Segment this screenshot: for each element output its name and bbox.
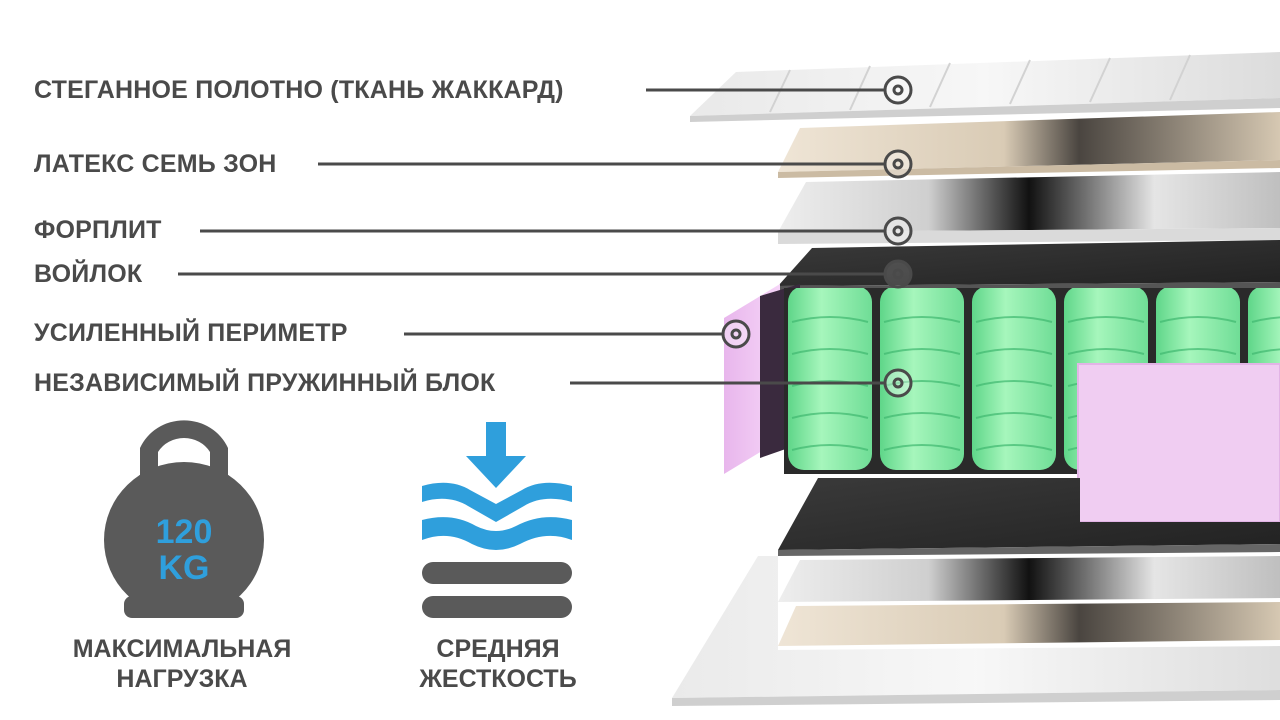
marker-icon [721, 319, 751, 349]
layer-label-forplit: ФОРПЛИТ [34, 216, 162, 244]
leader-lines [178, 88, 884, 385]
layer-label-latex: ЛАТЕКС СЕМЬ ЗОН [34, 150, 277, 178]
load-value: 120 KG [124, 514, 244, 586]
firmness-caption: СРЕДНЯЯ ЖЕСТКОСТЬ [388, 634, 608, 694]
load-caption: МАКСИМАЛЬНАЯ НАГРУЗКА [50, 634, 314, 694]
load-value-number: 120 [155, 513, 213, 551]
felt-bottom-layer [778, 478, 1280, 556]
layer-label-spring-block: НЕЗАВИСИМЫЙ ПРУЖИННЫЙ БЛОК [34, 369, 496, 397]
load-caption-line2: НАГРУЗКА [116, 665, 248, 693]
marker-icon [883, 259, 913, 289]
firmness-icon [422, 422, 572, 618]
firmness-caption-line1: СРЕДНЯЯ [436, 635, 560, 663]
marker-icon [883, 368, 913, 398]
layer-label-felt: ВОЙЛОК [34, 260, 143, 288]
bottom-quilt-layer [672, 556, 1280, 706]
latex-layer [778, 112, 1280, 178]
load-value-unit: KG [158, 549, 210, 587]
quilted-layer [690, 52, 1280, 122]
layer-label-perimeter: УСИЛЕННЫЙ ПЕРИМЕТР [34, 319, 348, 347]
firmness-caption-line2: ЖЕСТКОСТЬ [419, 665, 577, 693]
kettlebell-icon [104, 420, 264, 618]
perimeter-right [1077, 363, 1280, 523]
bottom-foam-layer [778, 556, 1280, 602]
marker-icons [721, 75, 913, 398]
bottom-latex-layer [778, 602, 1280, 646]
layer-label-quilted: СТЕГАННОЕ ПОЛОТНО (ТКАНЬ ЖАККАРД) [34, 76, 564, 104]
felt-top-layer [778, 240, 1280, 292]
marker-icon [883, 149, 913, 179]
foam-layer [778, 172, 1280, 244]
marker-icon [883, 216, 913, 246]
marker-icon [883, 75, 913, 105]
load-caption-line1: МАКСИМАЛЬНАЯ [72, 635, 292, 663]
